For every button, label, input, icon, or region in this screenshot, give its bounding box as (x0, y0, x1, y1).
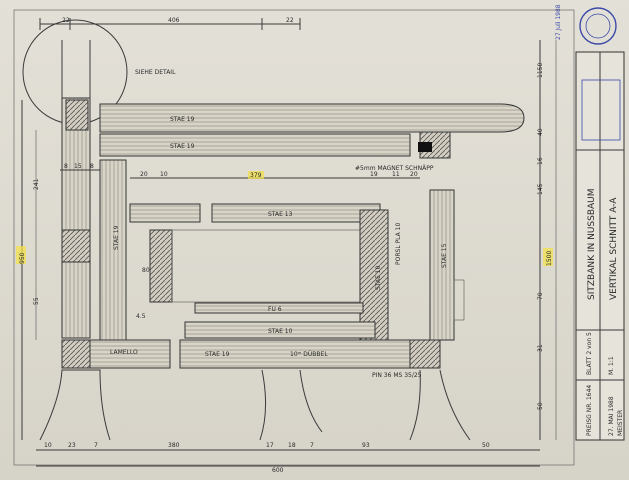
dim-10: 10 (160, 171, 168, 178)
drawing-date: 27. MAI 1988 (608, 396, 615, 436)
dim-r-50: 50 (537, 402, 544, 410)
dim-b-17: 17 (266, 442, 274, 449)
left-inner-dimensions: 8 15 8 (60, 163, 100, 171)
dim-r-70: 70 (537, 292, 544, 300)
bottom-dimensions: 10 23 7 380 17 18 7 93 50 600 (36, 442, 540, 474)
title-line-2: VERTIKAL SCHNITT A-A (609, 197, 619, 300)
label-stae15: STAE 15 (441, 243, 448, 268)
dim-b-10: 10 (44, 442, 52, 449)
left-dimensions: 950 241 55 (16, 100, 40, 440)
stae13-board (211, 203, 381, 223)
right-dimensions: 1150 40 16 145 1500 70 31 50 (537, 40, 557, 440)
title-block: SITZBANK IN NUSSBAUM VERTIKAL SCHNITT A-… (575, 51, 625, 441)
rect-stamp (581, 79, 621, 141)
label-stae13: STAE 13 (268, 211, 293, 218)
left-post (61, 40, 91, 339)
top-board: STAE 19 STAE 19 #5mm MAGNET SCHNÄPP (99, 103, 525, 172)
dim-left-55: 55 (33, 297, 40, 305)
label-stae10-v: STAE 10 (375, 265, 382, 290)
left-post-cross-section (65, 99, 89, 131)
dim-b-18: 18 (288, 442, 296, 449)
dim-inner-379: 379 (250, 172, 262, 179)
inner-dimension-top: 379 20 10 19 11 20 (130, 171, 420, 179)
dim-4-5: 4.5 (136, 313, 146, 320)
inner-cavity (171, 229, 361, 303)
label-pin: PIN 36 MS 35/25 (372, 372, 422, 379)
fu6-panel (194, 302, 364, 314)
label-stae19-bottom: STAE 19 (205, 351, 230, 358)
label-dubel: 10ᵐ DÜBBEL (290, 351, 328, 358)
title-line-1: SITZBANK IN NUSSBAUM (587, 188, 597, 300)
middle-leg (259, 369, 323, 441)
label-fu6: FU 6 (268, 306, 282, 313)
dim-r-16: 16 (537, 157, 544, 165)
dim-b-7b: 7 (310, 442, 314, 449)
blatt-number: BLATT 2 von 5 (586, 332, 593, 375)
dim-r-145: 145 (537, 183, 544, 195)
stae10-board (184, 321, 376, 339)
left-leg (39, 369, 111, 441)
right-post (429, 189, 455, 341)
dim-r-1500: 1500 (546, 251, 553, 266)
dim-top-406: 406 (168, 17, 180, 24)
dim-8b: 8 (90, 163, 94, 170)
inner-left-cross (149, 229, 173, 303)
dim-b-7a: 7 (94, 442, 98, 449)
label-porsl: PORSL PLA 10 (395, 223, 402, 265)
right-inner-cross (359, 209, 389, 341)
dim-b-380: 380 (168, 442, 180, 449)
drawing-frame (13, 9, 575, 466)
dim-20: 20 (140, 171, 148, 178)
label-stae19-a: STAE 19 (170, 116, 195, 123)
dim-total-600: 600 (272, 467, 284, 474)
dim-80: 80 (142, 267, 150, 274)
dim-8a: 8 (64, 163, 68, 170)
dim-b-50: 50 (482, 442, 490, 449)
dim-b-93: 93 (362, 442, 370, 449)
round-stamp (579, 7, 617, 45)
dim-19: 19 (370, 171, 378, 178)
dim-r-40: 40 (537, 128, 544, 136)
dim-15: 15 (74, 163, 82, 170)
label-stae10: STAE 10 (268, 328, 293, 335)
dim-r-31: 31 (537, 344, 544, 352)
stamp-date: 27 Juli 1988 (555, 4, 562, 40)
top-dimensions: 22 406 22 (39, 17, 301, 30)
label-stae19-left: STAE 19 (113, 225, 120, 250)
left-post-joint (61, 229, 91, 263)
preis-number: PREISG NR. 1644 (586, 385, 593, 436)
bottom-board: LAMELLO STAE 19 10ᵐ DÜBBEL PIN 36 MS 35/… (61, 339, 441, 379)
dim-left-950: 950 (19, 252, 26, 264)
dim-r-1150: 1150 (537, 63, 544, 78)
dim-top-22b: 22 (286, 17, 294, 24)
dim-left-241: 241 (33, 178, 40, 190)
right-leg (409, 369, 471, 441)
label-magnet: #5mm MAGNET SCHNÄPP (355, 165, 434, 172)
dim-b-23: 23 (68, 442, 76, 449)
meister-label: MEISTER (617, 410, 624, 436)
scale: M. 1:1 (608, 356, 615, 375)
label-lamello: LAMELLO (110, 349, 138, 356)
dim-20b: 20 (410, 171, 418, 178)
stae13-left-part (129, 203, 201, 223)
label-stae19-b: STAE 19 (170, 143, 195, 150)
left-inner-board (99, 159, 127, 341)
dim-11: 11 (392, 171, 400, 178)
label-siehe-detail: SIEHE DETAIL (135, 69, 176, 76)
